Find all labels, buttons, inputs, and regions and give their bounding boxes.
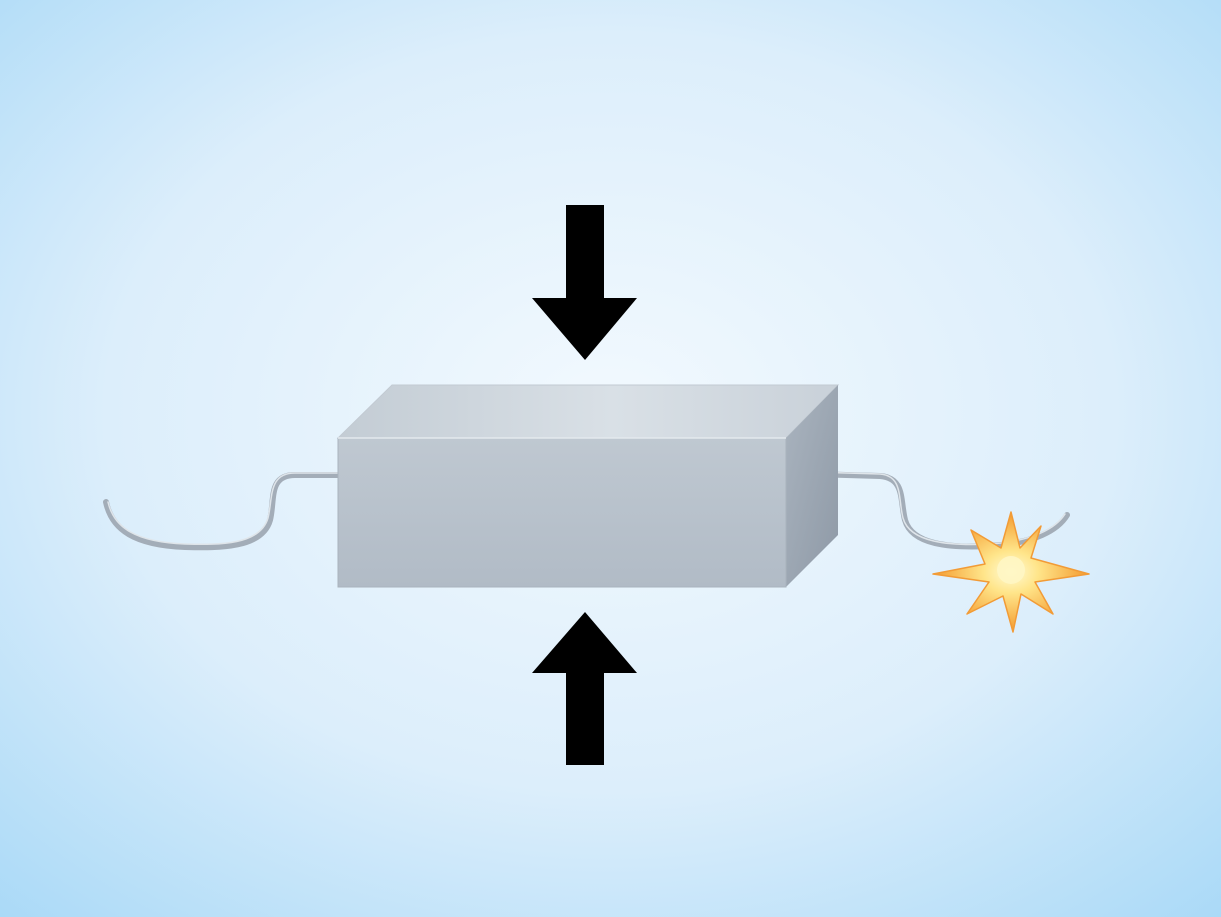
block [336,384,840,588]
wire-left [103,472,343,551]
wire-right [809,471,1070,550]
block-top-face [336,384,840,439]
wire-left-highlight [107,472,341,546]
arrow-up-icon [532,612,637,765]
block-front-face [337,437,787,588]
spark-burst-icon [932,511,1090,633]
block-side-face [786,385,838,587]
arrow-down-icon [532,205,637,360]
